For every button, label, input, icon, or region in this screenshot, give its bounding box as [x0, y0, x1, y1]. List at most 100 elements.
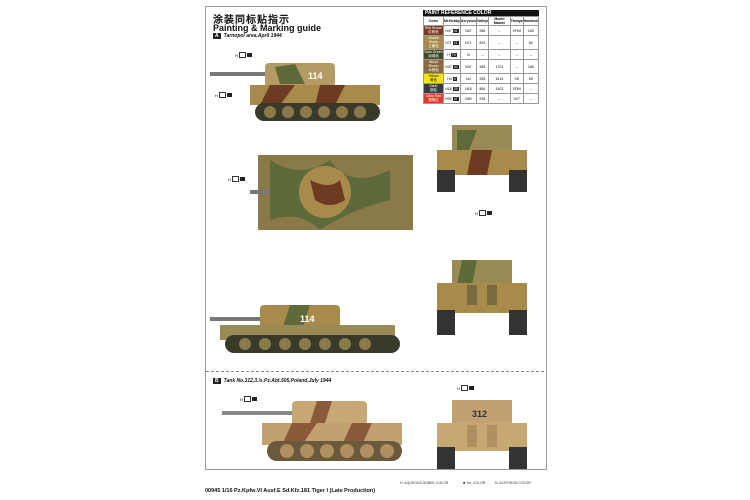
color-name: Red Brown — [424, 26, 443, 30]
mr-hobby-cell: H4 4 — [442, 73, 461, 84]
color-name-cn: 透明红 — [428, 98, 439, 102]
model-master-cell: – — [488, 49, 511, 60]
table-header: Color — [423, 16, 444, 26]
tank-a-left-side-view: 114 — [210, 305, 400, 353]
vallejo-cell: 984 — [475, 25, 490, 36]
tank-a-number: 114 — [308, 71, 323, 81]
model-master-cell: 1402 — [488, 83, 511, 94]
color-name-cn: 土黄色 — [428, 44, 439, 48]
svg-text:114: 114 — [300, 314, 315, 324]
color-name-cn: 钢色 — [429, 88, 437, 92]
humbrol-cell: – — [522, 49, 540, 60]
tamiya-cell: – — [509, 49, 524, 60]
vallejo-cell: 953 — [475, 73, 490, 84]
legend-m: ■: Mr. COLOR — [463, 481, 486, 485]
acrysion-cell: N90 — [459, 93, 477, 104]
mr-hobby-cell: H47 41 — [442, 25, 461, 36]
section-divider — [206, 371, 544, 372]
humbrol-cell: 69 — [522, 73, 540, 84]
mr-hobby-cell: H71 21 — [442, 35, 461, 50]
tank-b-side-view — [222, 401, 402, 461]
acrysion-cell: N47 — [459, 25, 477, 36]
section-a-letter: A — [213, 33, 221, 39]
mr-hobby-cell: H37 43 — [442, 59, 461, 74]
tank-a-top-view — [250, 155, 413, 230]
model-master-cell: – — [488, 25, 511, 36]
legend-h: H: AQUEOUS HOBBY COLOR — [400, 481, 449, 485]
humbrol-cell: – — [522, 93, 540, 104]
paint-callout: H — [215, 92, 232, 98]
tank-a-rear-view — [437, 260, 527, 335]
title-chinese: 涂装同标贴指示 — [213, 15, 290, 26]
paint-callout: H — [228, 176, 245, 182]
vallejo-cell: – — [475, 49, 490, 60]
vallejo-cell: 864 — [475, 83, 490, 94]
acrysion-cell: N37 — [459, 59, 477, 74]
tamiya-cell: X8 — [509, 73, 524, 84]
humbrol-cell: 160 — [522, 25, 540, 36]
footer-title: 00945 1/16 Pz.Kpfw.VI Ausf.E Sd.Kfz.181 … — [205, 488, 376, 494]
vallejo-cell: 821 — [475, 35, 490, 50]
mr-hobby-cell: H18 28 — [442, 83, 461, 94]
tamiya-cell: – — [509, 59, 524, 74]
paint-callout: H — [235, 52, 252, 58]
legend-n: N: ACRYSION COLOR — [495, 481, 531, 485]
color-name: Clear Red — [425, 94, 442, 98]
paint-callout: H — [457, 385, 474, 391]
paint-callout: H — [475, 210, 492, 216]
table-header: Tamiya — [509, 16, 524, 26]
tank-b-rear-view: 312 — [437, 400, 527, 469]
color-name-cn: 深绿色 — [428, 54, 439, 58]
title-english: Painting & Marking guide — [213, 23, 322, 33]
section-b-letter: B — [213, 378, 221, 384]
color-name: Middle Stone — [428, 36, 439, 44]
humbrol-cell: – — [522, 83, 540, 94]
color-name-cn: 木棕色 — [428, 68, 439, 72]
color-name: Wood Brown — [428, 60, 439, 68]
color-name-cn: 黄色 — [429, 78, 437, 82]
tamiya-cell: XF84 — [509, 83, 524, 94]
section-a-caption: Tarnopol area,April 1944 — [223, 33, 282, 39]
humbrol-cell: 84 — [522, 35, 540, 50]
tamiya-cell: – — [509, 35, 524, 50]
mr-hobby-cell: H 70 — [442, 49, 461, 60]
tank-a-side-view: 114 — [210, 63, 380, 121]
tank-b-number: 312 — [472, 409, 487, 419]
acrysion-cell: N18 — [459, 83, 477, 94]
paint-table-title: PAINT REFERENCE COLOR — [423, 10, 539, 16]
table-header: Mr.Hobby — [442, 16, 461, 26]
table-header: Acrysion — [459, 16, 477, 26]
model-master-cell: – — [488, 93, 511, 104]
vallejo-cell: 983 — [475, 59, 490, 74]
paint-callout: H — [240, 396, 257, 402]
tamiya-cell: X27 — [509, 93, 524, 104]
mr-hobby-cell: H90 47 — [442, 93, 461, 104]
humbrol-cell: 186 — [522, 59, 540, 74]
section-b-caption: Tank No.312,3./s.Pz.Abt.505,Poland,July … — [223, 378, 332, 384]
model-master-cell: 1514 — [488, 73, 511, 84]
acrysion-cell: N71 — [459, 35, 477, 50]
acrysion-cell: N — [459, 49, 477, 60]
color-name: Steel — [429, 84, 438, 88]
tank-a-front-view — [437, 125, 527, 192]
color-name-cn: 红棕色 — [428, 30, 439, 34]
model-master-cell: 1701 — [488, 59, 511, 74]
tamiya-cell: XF64 — [509, 25, 524, 36]
model-master-cell: – — [488, 35, 511, 50]
table-header: Model Master — [488, 16, 511, 26]
